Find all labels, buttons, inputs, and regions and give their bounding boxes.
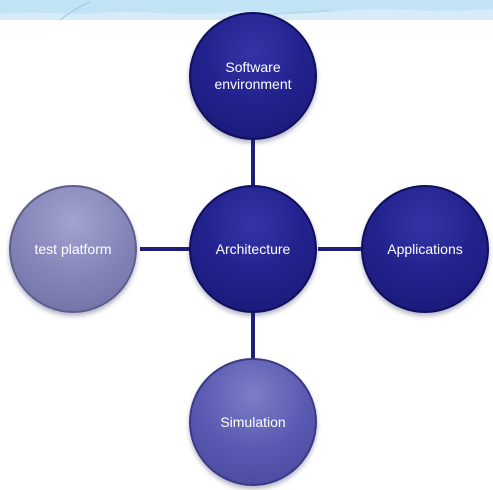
node-architecture-label: Architecture (215, 240, 291, 257)
node-test-platform: test platform (9, 185, 137, 313)
node-architecture: Architecture (189, 185, 317, 313)
top-decorative-strip (0, 0, 493, 20)
node-software-environment: Software environment (189, 12, 317, 140)
node-simulation-label: Simulation (220, 413, 286, 430)
node-software-environment-label: Software environment (214, 59, 292, 92)
node-test-platform-label: test platform (34, 240, 112, 257)
node-applications: Applications (361, 185, 489, 313)
node-applications-label: Applications (387, 240, 463, 257)
node-simulation: Simulation (189, 358, 317, 486)
